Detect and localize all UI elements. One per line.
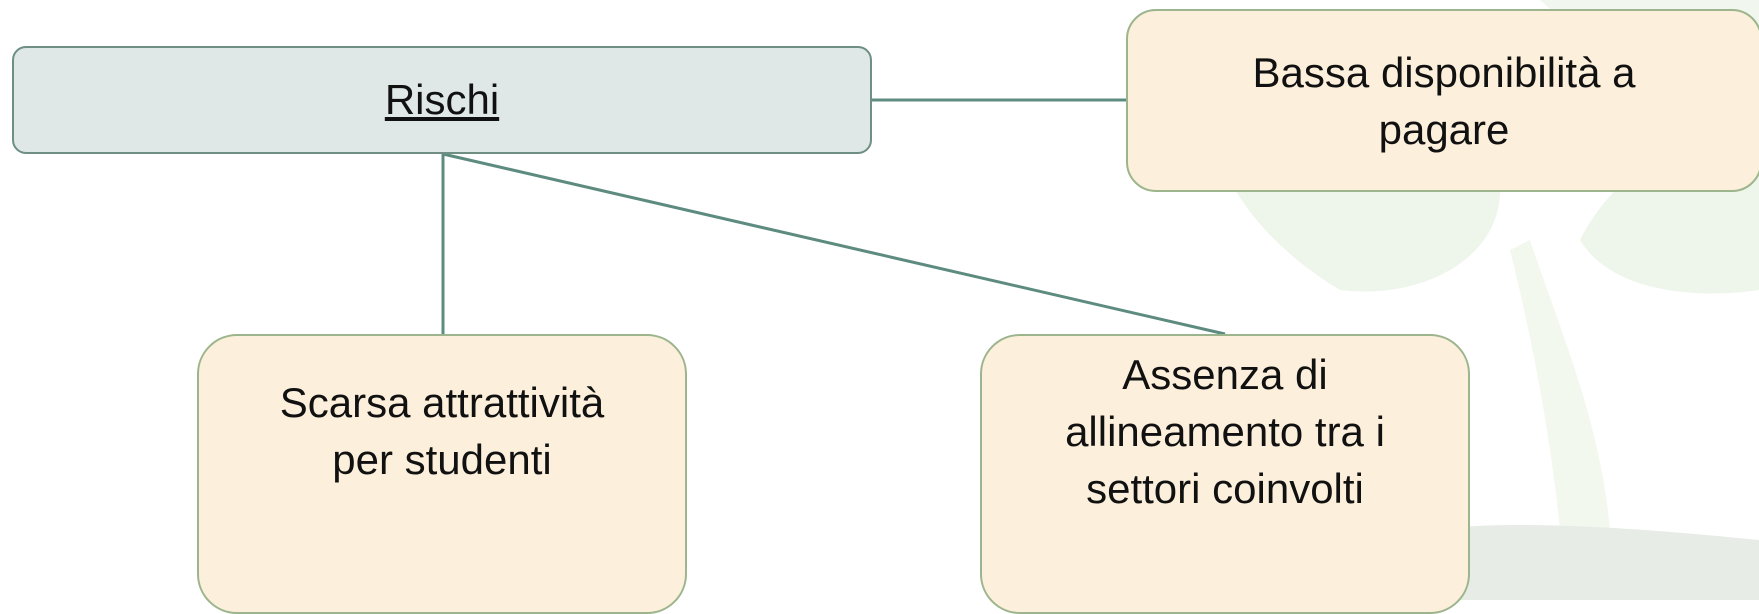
node-assenza-allineamento: Assenza di allineamento tra i settori co…: [980, 334, 1470, 614]
node-text-line: Assenza di: [1122, 350, 1328, 398]
root-node-label: Rischi: [384, 76, 500, 123]
root-node-rischi: Rischi: [12, 46, 872, 154]
node-text: Assenza di allineamento tra i settori co…: [1065, 346, 1385, 517]
node-text-line: pagare: [1378, 105, 1510, 153]
node-text: Bassa disponibilità a pagare: [1253, 44, 1636, 158]
node-text-line: Bassa disponibilità a: [1252, 48, 1636, 96]
connector-root-to-assenza: [442, 152, 1226, 336]
node-scarsa-attrattivita: Scarsa attrattività per studenti: [197, 334, 687, 614]
node-bassa-disponibilita: Bassa disponibilità a pagare: [1126, 9, 1759, 192]
background-trunk-shape: [1510, 240, 1610, 530]
node-text-line: Scarsa attrattività: [279, 379, 605, 426]
node-text-line: per studenti: [332, 436, 552, 483]
node-text: Scarsa attrattività per studenti: [280, 374, 604, 488]
node-text-line: allineamento tra i: [1065, 407, 1385, 455]
node-text-line: settori coinvolti: [1086, 464, 1364, 512]
